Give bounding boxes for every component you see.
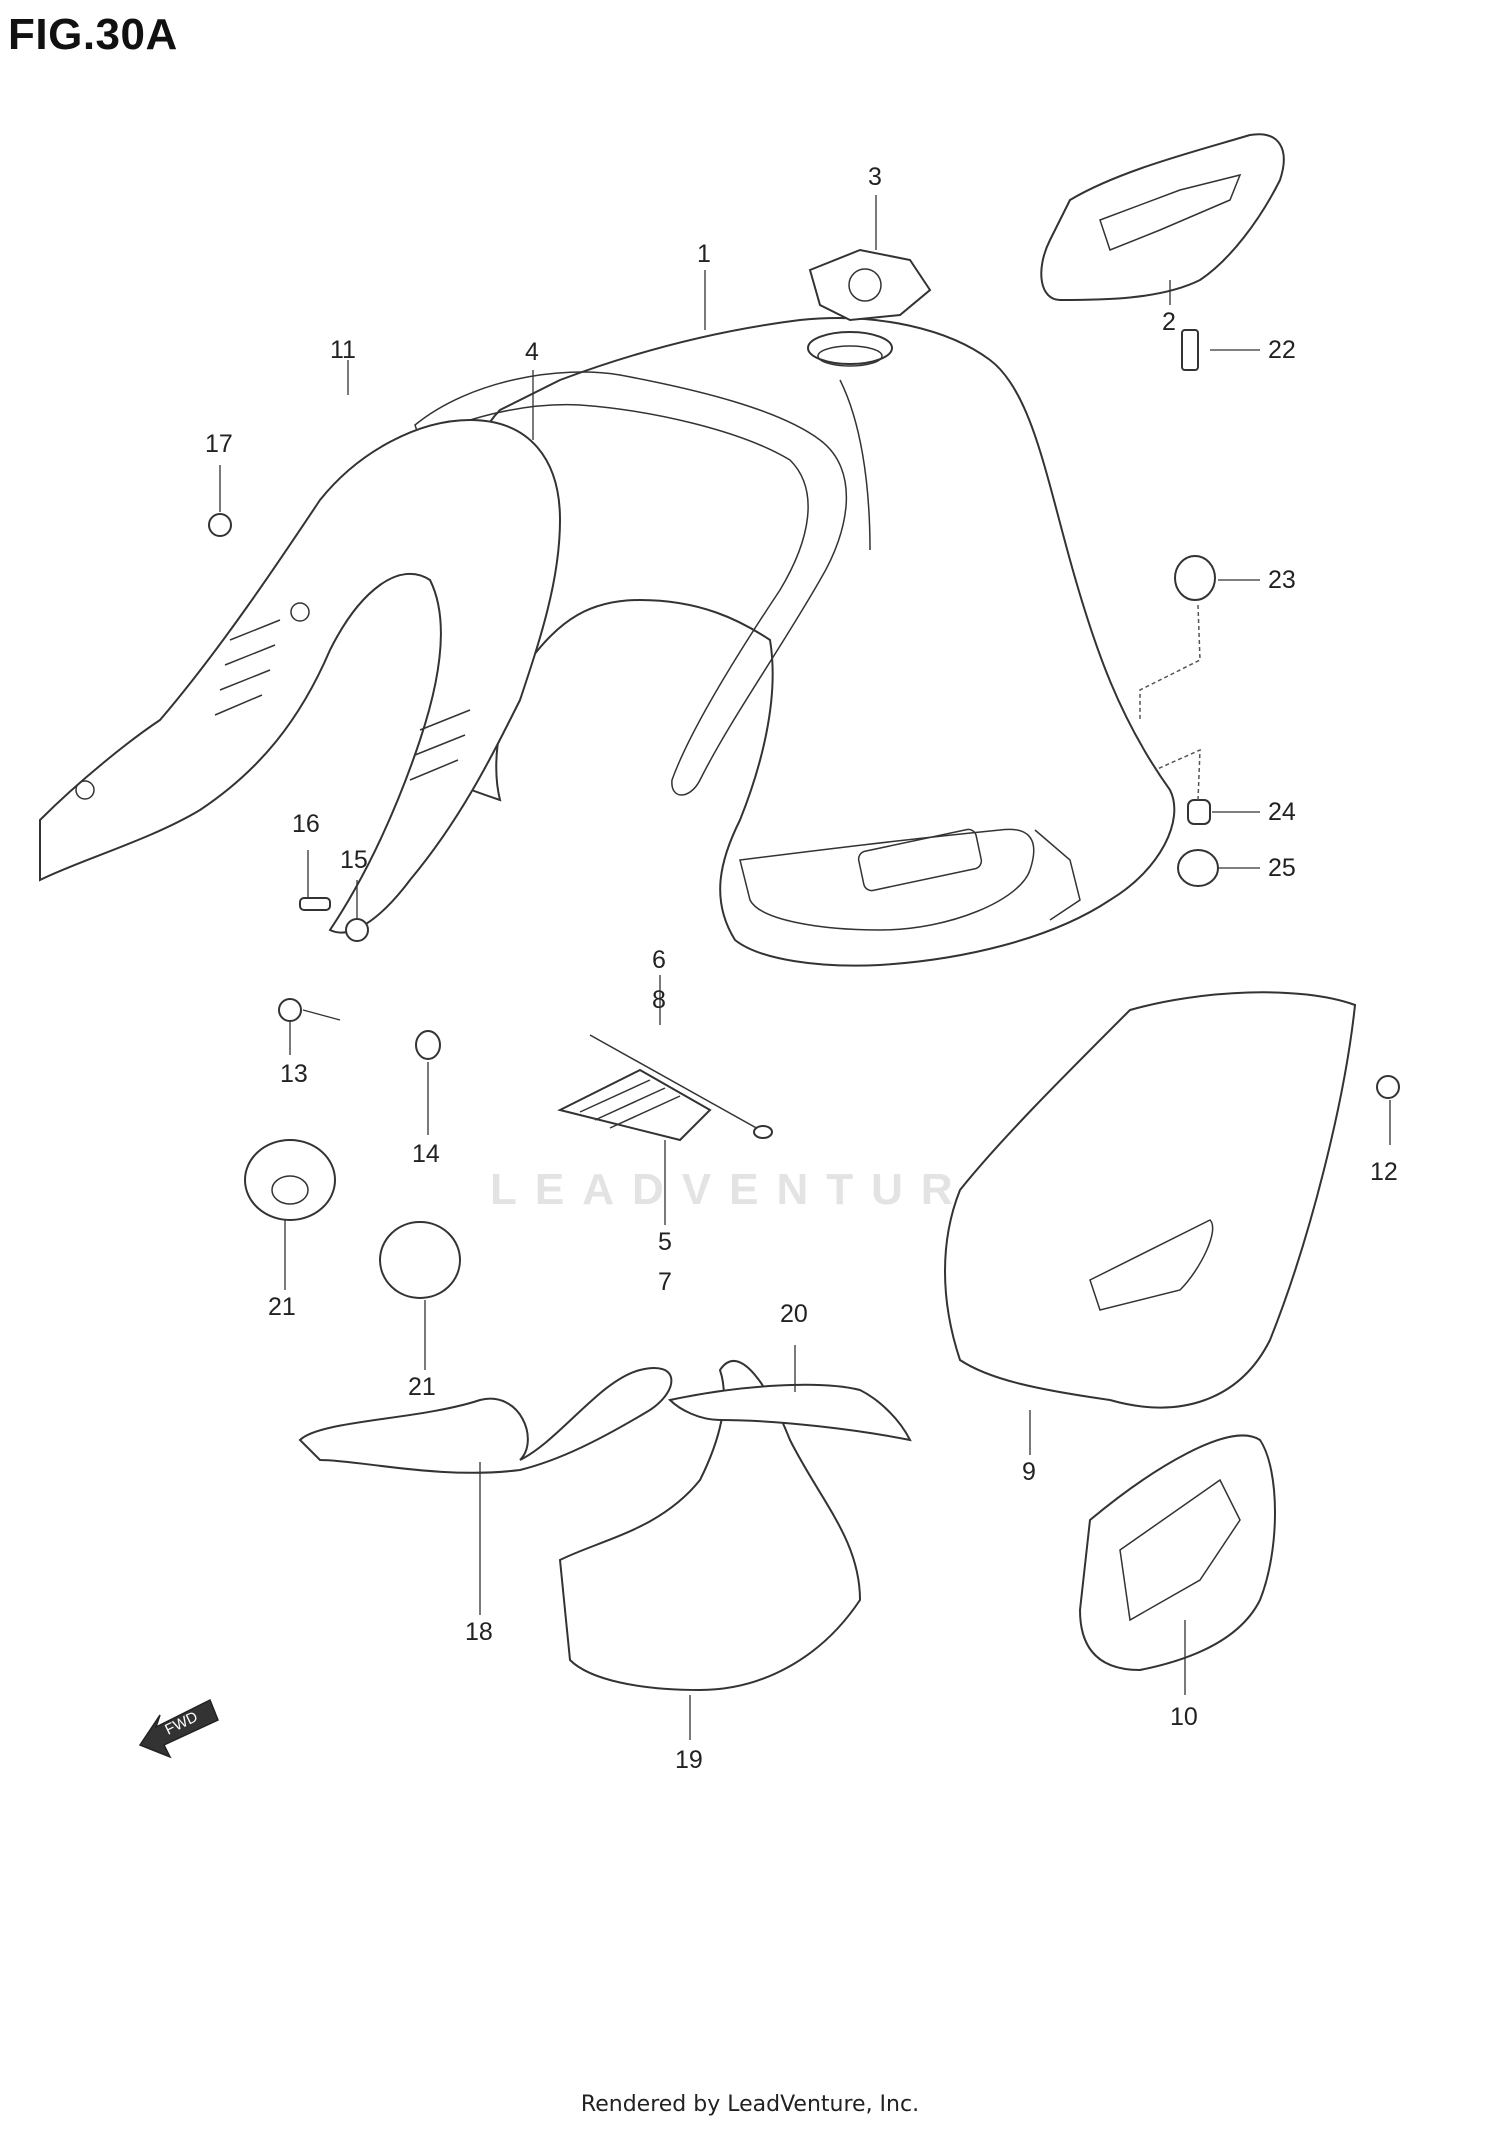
callout-24: 24 — [1268, 798, 1296, 826]
nut-25-part[interactable] — [1177, 849, 1219, 887]
fuel-cap-part[interactable] — [808, 248, 932, 322]
tank-emblem-part[interactable] — [1040, 133, 1285, 302]
bolt-12-part[interactable] — [1376, 1075, 1400, 1099]
footer-credit: Rendered by LeadVenture, Inc. — [580, 2092, 920, 2117]
callout-4: 4 — [525, 338, 539, 366]
callout-21b: 21 — [408, 1373, 436, 1401]
washer-15-part[interactable] — [345, 918, 369, 942]
callout-11: 11 — [330, 336, 356, 364]
under-pad-part[interactable] — [558, 1360, 862, 1692]
callout-20: 20 — [780, 1300, 808, 1328]
damper-cushion-part-a[interactable] — [244, 1139, 336, 1221]
callout-12: 12 — [1370, 1158, 1398, 1186]
callout-3: 3 — [868, 163, 882, 191]
callout-9: 9 — [1022, 1458, 1036, 1486]
fwd-arrow-icon: FWD — [138, 1698, 219, 1759]
callout-21a: 21 — [268, 1293, 296, 1321]
strap-part-6-8[interactable] — [589, 1034, 773, 1139]
bolt-17-part[interactable] — [208, 513, 232, 537]
callout-13: 13 — [280, 1060, 308, 1088]
bolt-22-part[interactable] — [1181, 329, 1199, 371]
callout-14: 14 — [412, 1140, 440, 1168]
bolt-16-part[interactable] — [299, 897, 331, 911]
side-cover-part[interactable] — [944, 991, 1357, 1409]
tank-trim-part[interactable] — [414, 371, 847, 796]
callout-23: 23 — [1268, 566, 1296, 594]
pad-part-5-7[interactable] — [557, 1068, 712, 1142]
washer-14-part[interactable] — [415, 1030, 441, 1060]
callout-1: 1 — [697, 240, 711, 268]
damper-cushion-part-b[interactable] — [379, 1221, 461, 1299]
callout-18: 18 — [465, 1618, 493, 1646]
callout-15: 15 — [340, 846, 368, 874]
heat-shield-part[interactable] — [298, 1367, 673, 1474]
tank-cover-part[interactable] — [39, 418, 562, 934]
watermark-text: LEADVENTURE — [490, 1165, 1019, 1214]
callout-16: 16 — [292, 810, 320, 838]
callout-7: 7 — [658, 1268, 672, 1296]
callout-25: 25 — [1268, 854, 1296, 882]
parts-diagram: FWD 1 2 3 4 6 8 5 7 9 10 11 12 13 14 15 … — [39, 133, 1400, 1774]
callout-22: 22 — [1268, 336, 1296, 364]
callout-10: 10 — [1170, 1703, 1198, 1731]
cushion-23-part[interactable] — [1174, 555, 1216, 601]
fastener-leaders-right — [1210, 349, 1260, 869]
callout-2: 2 — [1162, 308, 1176, 336]
figure-title: FIG.30A — [8, 10, 178, 59]
callout-19: 19 — [675, 1746, 703, 1774]
callout-8: 8 — [652, 986, 666, 1014]
cushion-24-part[interactable] — [1187, 799, 1211, 825]
side-pad-part[interactable] — [667, 1383, 912, 1442]
callout-leader-13 — [289, 1009, 341, 1055]
fuel-tank-part[interactable] — [418, 317, 1176, 967]
callout-5: 5 — [658, 1228, 672, 1256]
callout-6: 6 — [652, 946, 666, 974]
bolt-13-part[interactable] — [278, 998, 302, 1022]
callout-17: 17 — [205, 430, 233, 458]
side-cover-emblem-part[interactable] — [1078, 1434, 1276, 1672]
